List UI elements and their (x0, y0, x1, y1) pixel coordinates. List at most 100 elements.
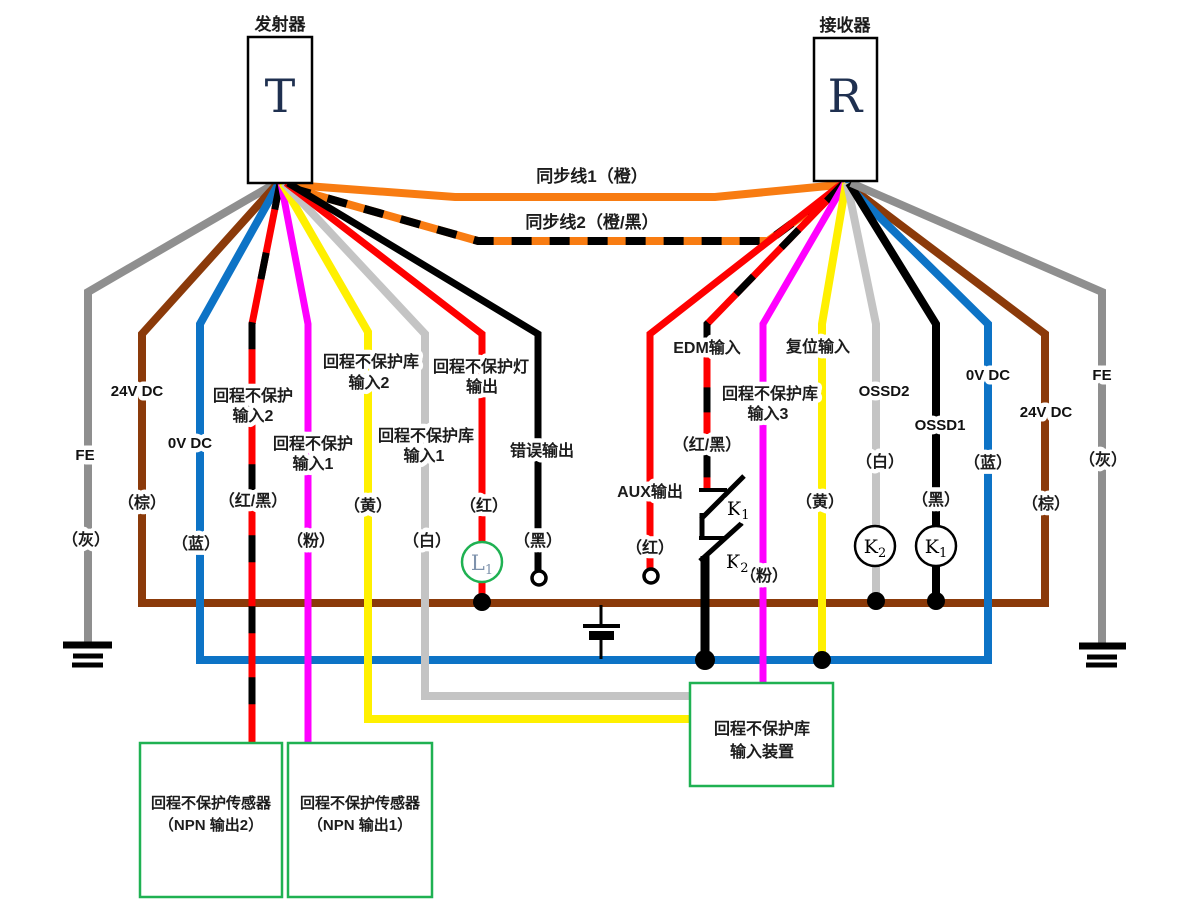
nc-contact-k2 (698, 521, 744, 563)
ground-icon-right (1079, 642, 1126, 668)
ossd2-color: （白） (856, 452, 904, 471)
bank1-color: （白） (403, 531, 451, 550)
muting1-color: （粉） (287, 531, 335, 550)
wire-reset-input (818, 182, 850, 660)
sensor2-box-label-2: （NPN 输出2） (159, 816, 263, 834)
fe-left-label: FE (75, 447, 94, 464)
bank1-label-1: 回程不保护库 (378, 426, 474, 445)
muting1-label-1: 回程不保护 (273, 434, 353, 453)
transmitter-box (246, 35, 314, 185)
reset-label: 复位输入 (785, 337, 850, 356)
wire-fe-right (849, 179, 1106, 646)
wire-muting-input2-dash (248, 182, 284, 744)
ossd1-color: （黑） (912, 491, 960, 509)
v0-left-label: 0V DC (168, 435, 212, 452)
bank2-color: （黄） (344, 496, 392, 515)
wire-sync1 (292, 181, 839, 201)
muting2-label-2: 输入2 (233, 406, 274, 425)
receiver-letter: R (828, 69, 864, 123)
muting-device-box (688, 681, 835, 788)
relay-coil-k2-icon (853, 524, 897, 568)
ossd1-label: OSSD1 (915, 417, 966, 434)
coil-k2-base: K (864, 536, 879, 558)
contact-k1-blade (699, 474, 746, 521)
bank2-label-1: 回程不保护库 (323, 352, 419, 371)
v24-left-label: 24V DC (111, 383, 164, 400)
junction-k2-24v (867, 592, 885, 610)
ground-icon-left (63, 641, 112, 668)
receiver-caption: 接收器 (820, 15, 872, 35)
bank3-label-1: 回程不保护库 (722, 384, 818, 403)
junction-k1-24v (927, 592, 945, 610)
contact-k1-label: K1 (727, 498, 749, 523)
muting2-label-1: 回程不保护 (213, 386, 293, 405)
muting2-color: （红/黑） (219, 491, 287, 510)
wire-bank-input1 (281, 180, 689, 700)
transmitter-caption: 发射器 (254, 14, 307, 34)
terminal-aux-output (642, 567, 660, 585)
junction-edm-0v (695, 650, 715, 670)
lamp-color: （红） (460, 496, 508, 515)
aux-color: （红） (626, 538, 674, 557)
contact-k2-blade (698, 521, 744, 563)
nc-contact-k1 (699, 474, 746, 521)
wire-fe-left (84, 179, 279, 645)
wire-edm-input-dash (703, 180, 847, 489)
relay-coil-k1-label: K1 (925, 536, 947, 561)
wire-0v-bus (196, 180, 992, 664)
sync2-label: 同步线2（橙/黑） (525, 212, 658, 232)
contact-k1-sub: 1 (741, 508, 749, 523)
fe-left-color: （灰） (62, 530, 110, 549)
coil-k1-base: K (925, 536, 940, 558)
wire-aux-output (646, 180, 846, 569)
transmitter-letter: T (265, 69, 296, 123)
bank1-label-2: 输入1 (404, 446, 445, 465)
bank2-label-2: 输入2 (349, 373, 390, 392)
coil-k1-sub: 1 (939, 546, 947, 561)
sensor1-box-label-1: 回程不保护传感器 (300, 794, 421, 812)
wire-muting-input1 (277, 182, 312, 744)
wire-error-output (286, 180, 542, 571)
contact-k2-label: K2 (726, 551, 748, 576)
sensor2-box-label-1: 回程不保护传感器 (151, 794, 272, 812)
fe-right-label: FE (1092, 367, 1111, 384)
terminal-error-output (530, 569, 548, 587)
lamp-label-2: 输出 (466, 377, 498, 396)
lamp-label-1: 回程不保护灯 (433, 357, 529, 376)
lamp-l1-sub: 1 (485, 563, 493, 578)
edm-label: EDM输入 (673, 338, 741, 357)
aux-label: AUX输出 (617, 482, 683, 501)
v24-right-color: （棕） (1022, 494, 1070, 513)
lamp-l1-icon (460, 540, 504, 584)
contact-k2-sub: 2 (740, 561, 748, 576)
sensor1-box-label-2: （NPN 输出1） (308, 816, 412, 834)
wire-24v-bus (138, 179, 1049, 607)
junction-reset-0v (813, 651, 831, 669)
fe-right-color: （灰） (1079, 450, 1127, 469)
muting-device-box-label-2: 输入装置 (730, 742, 794, 761)
reset-color: （黄） (796, 492, 844, 511)
wire-bank-input2 (278, 181, 689, 723)
v0-right-color: （蓝） (964, 453, 1012, 472)
error-color: （黑） (514, 532, 562, 550)
relay-coil-k1-icon (914, 524, 958, 568)
v24-right-label: 24V DC (1020, 404, 1073, 421)
sync1-label: 同步线1（橙） (536, 166, 647, 186)
edm-color: （红/黑） (673, 435, 741, 454)
coil-k2-sub: 2 (878, 546, 886, 561)
v24-left-color: （棕） (118, 493, 166, 512)
bank3-label-2: 输入3 (748, 404, 789, 423)
ossd2-label: OSSD2 (859, 383, 910, 400)
wire-ossd2 (843, 182, 880, 601)
battery-plate-short (589, 631, 614, 640)
wire-lamp-output (283, 180, 486, 601)
receiver-box (812, 36, 879, 183)
muting1-label-2: 输入1 (293, 454, 334, 473)
lamp-l1-label: L1 (471, 551, 493, 578)
v0-left-color: （蓝） (172, 534, 220, 553)
v0-right-label: 0V DC (966, 367, 1010, 384)
error-label: 错误输出 (510, 441, 574, 460)
lamp-l1-base: L (471, 551, 485, 575)
